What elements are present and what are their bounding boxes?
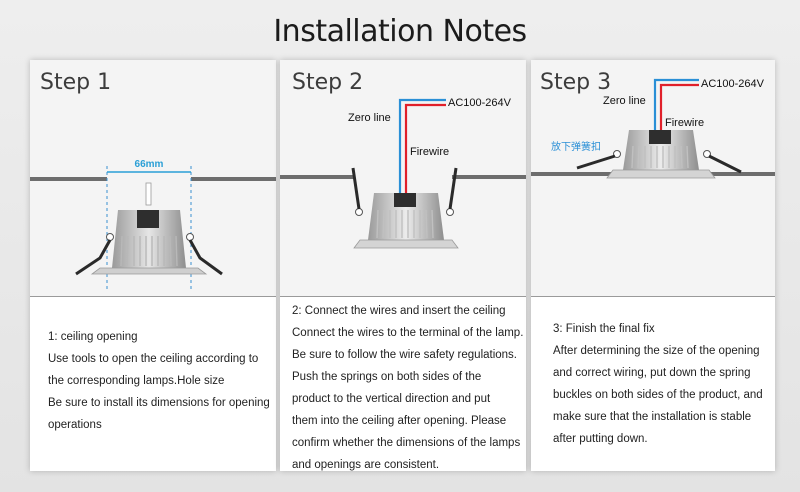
step-2-line: confirm whether the dimensions of the la… bbox=[292, 437, 521, 449]
spring-note-label: 放下弹簧扣 bbox=[551, 140, 601, 153]
step-2-line: them into the ceiling after opening. Ple… bbox=[292, 415, 507, 427]
ceiling-right bbox=[452, 175, 526, 179]
step-2-line: and openings are consistent. bbox=[292, 459, 440, 471]
terminal-block bbox=[137, 210, 159, 228]
step-3-heading: Step 3 bbox=[540, 70, 612, 95]
step-2-line: Be sure to follow the wire safety regula… bbox=[292, 349, 518, 361]
step-3-line: buckles on both sides of the product, an… bbox=[553, 389, 763, 401]
lamp-trim bbox=[606, 169, 716, 179]
step-3-line: make sure that the installation is stabl… bbox=[553, 411, 752, 423]
terminal-block bbox=[394, 193, 416, 207]
ceiling-left bbox=[30, 177, 107, 181]
step-1-line: Be sure to install its dimensions for op… bbox=[48, 397, 270, 409]
step-1-line: Use tools to open the ceiling according … bbox=[48, 353, 259, 365]
step-1-line: the corresponding lamps.Hole size bbox=[48, 375, 225, 387]
fire-wire bbox=[404, 103, 446, 194]
page-title: Installation Notes bbox=[273, 14, 527, 49]
step-3-illustration-area bbox=[531, 60, 775, 297]
step-3-panel: Step 3 AC100-264V Zero line Firewire 放下弹… bbox=[531, 60, 775, 471]
step-2-line: 2: Connect the wires and insert the ceil… bbox=[292, 305, 506, 317]
step-2-line: Push the springs on both sides of the bbox=[292, 371, 482, 383]
step-3-line: 3: Finish the final fix bbox=[553, 323, 655, 335]
step-1-heading: Step 1 bbox=[40, 70, 112, 95]
spring-right bbox=[188, 239, 223, 276]
zero-wire bbox=[398, 98, 446, 194]
step-1-line: operations bbox=[48, 419, 102, 431]
dimension-label: 66mm bbox=[135, 159, 164, 170]
step-3-line: after putting down. bbox=[553, 433, 648, 445]
step-1-panel: Step 1 66mm bbox=[30, 60, 276, 471]
step-1-line: 1: ceiling opening bbox=[48, 331, 138, 343]
spring-left bbox=[576, 154, 616, 170]
lamp-body bbox=[623, 130, 699, 170]
spring-left bbox=[75, 239, 112, 276]
zero-wire bbox=[653, 78, 699, 130]
step-2-heading: Step 2 bbox=[292, 70, 364, 95]
step-1-description: 1: ceiling opening Use tools to open the… bbox=[48, 326, 270, 436]
step-2-diagram: AC100-264V Zero line Firewire bbox=[280, 97, 526, 249]
spring-right bbox=[708, 154, 742, 174]
lamp-body bbox=[368, 193, 444, 240]
ceiling-right bbox=[191, 177, 276, 181]
step-3-line: After determining the size of the openin… bbox=[553, 345, 760, 357]
zero-line-label: Zero line bbox=[603, 95, 646, 107]
step-2-description: 2: Connect the wires and insert the ceil… bbox=[292, 300, 524, 476]
ceiling-right bbox=[711, 172, 775, 176]
lamp-trim bbox=[353, 239, 459, 249]
terminal-block bbox=[649, 130, 671, 144]
step-2-panel: Step 2 AC100-264V Zero line Firewire bbox=[280, 60, 526, 471]
step-3-line: and correct wiring, put down the spring bbox=[553, 367, 751, 379]
step-3-description: 3: Finish the final fix After determinin… bbox=[553, 318, 775, 450]
ceiling-left bbox=[280, 175, 355, 179]
spring-right bbox=[448, 167, 458, 210]
zero-line-label: Zero line bbox=[348, 112, 391, 124]
voltage-label: AC100-264V bbox=[701, 78, 765, 90]
lamp-trim bbox=[90, 267, 208, 275]
ceiling-left bbox=[531, 172, 611, 176]
fire-wire bbox=[659, 83, 699, 130]
firewire-label: Firewire bbox=[665, 117, 704, 129]
voltage-label: AC100-264V bbox=[448, 97, 512, 109]
step-1-diagram: 66mm bbox=[30, 159, 276, 290]
step-3-diagram: AC100-264V Zero line Firewire 放下弹簧扣 bbox=[531, 78, 775, 179]
step-2-line: Connect the wires to the terminal of the… bbox=[292, 327, 524, 339]
lamp-body bbox=[112, 210, 186, 268]
step-2-line: product to the vertical direction and pu… bbox=[292, 393, 491, 405]
cable-stub bbox=[145, 182, 152, 206]
spring-left bbox=[351, 167, 361, 210]
firewire-label: Firewire bbox=[410, 146, 449, 158]
